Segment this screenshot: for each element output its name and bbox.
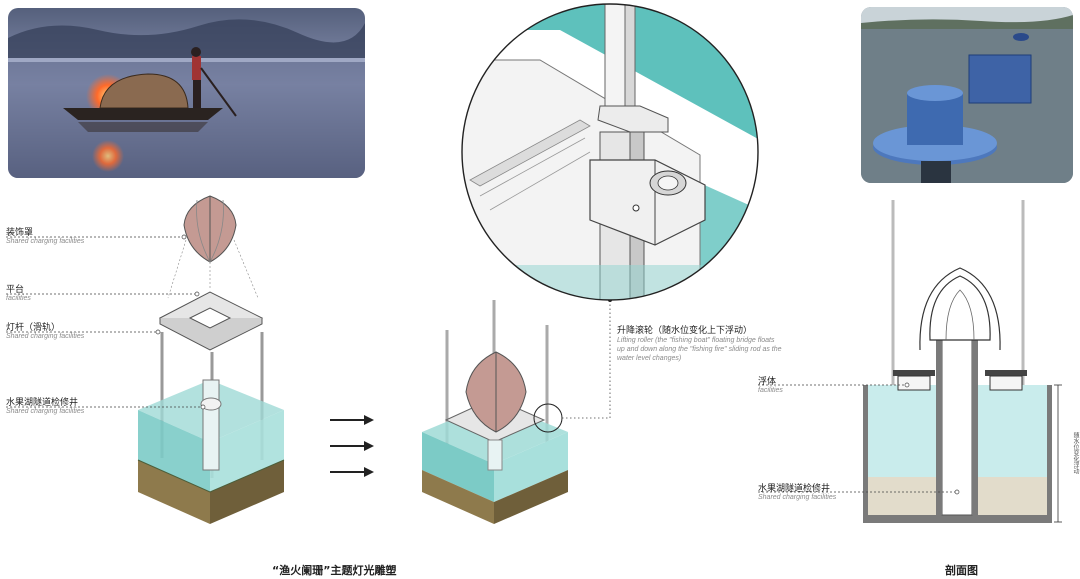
water-level-label: 随水位变化浮动 xyxy=(1072,432,1078,474)
platform-sublabel: facilities xyxy=(6,295,31,302)
float-sublabel: facilities xyxy=(758,387,783,394)
section-drawing xyxy=(863,200,1062,523)
section-caption: 剖面图 xyxy=(945,564,978,577)
section-shaft-sublabel: Shared charging facilities xyxy=(758,494,837,501)
detail-frame xyxy=(461,3,759,301)
fishing-boat-photo xyxy=(8,8,365,178)
assembled-model xyxy=(422,300,568,524)
lake-pillars-photo xyxy=(861,7,1073,183)
section-leader-lines xyxy=(758,382,960,495)
main-caption: “渔火阑珊”主题灯光雕塑 xyxy=(272,564,397,577)
float-label: 浮体 xyxy=(758,377,777,387)
decor-cover-label: 装饰罩 xyxy=(6,228,34,238)
detail-connector xyxy=(562,300,611,419)
lamp-pole-label: 灯杆（滑轨） xyxy=(6,323,61,333)
decor-cover-sublabel: Shared charging facilities xyxy=(6,238,85,245)
exploded-axonometric xyxy=(137,195,285,524)
lamp-pole-sublabel: Shared charging facilities xyxy=(6,333,85,340)
arrows xyxy=(330,415,374,477)
left-leader-lines xyxy=(6,234,206,410)
shaft-sublabel: Shared charging facilities xyxy=(6,408,85,415)
roller-sublabel: Lifting roller (the "fishing boat" float… xyxy=(617,337,782,362)
roller-detail xyxy=(462,4,758,300)
platform-label: 平台 xyxy=(6,285,25,295)
section-shaft-label: 水果湖隧道检修井 xyxy=(758,484,831,494)
roller-label: 升降滚轮（随水位变化上下浮动） xyxy=(617,326,753,336)
shaft-label: 水果湖隧道检修井 xyxy=(6,398,79,408)
